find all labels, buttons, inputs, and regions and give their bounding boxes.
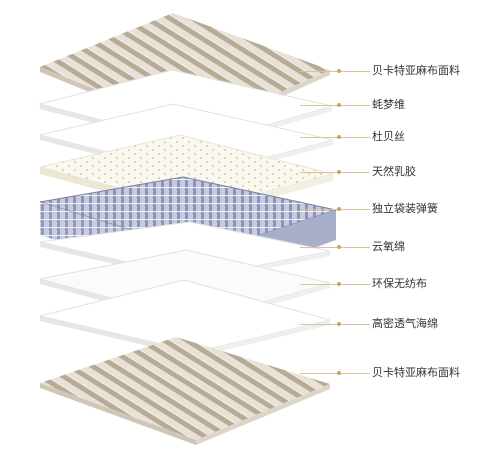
leader-dot xyxy=(337,207,341,211)
leader-dot xyxy=(337,322,341,326)
leader-line xyxy=(300,324,370,325)
layer-label: 贝卡特亚麻布面料 xyxy=(372,366,460,379)
leader-line xyxy=(300,71,370,72)
leader-dot xyxy=(337,170,341,174)
leader-dot xyxy=(337,245,341,249)
layer-label: 蚝梦维 xyxy=(372,98,405,111)
leader-line xyxy=(300,373,370,374)
layer-label: 独立袋装弹簧 xyxy=(372,202,438,215)
layer-label: 杜贝丝 xyxy=(372,130,405,143)
layer-label: 云氧绵 xyxy=(372,240,405,253)
leader-dot xyxy=(337,282,341,286)
leader-line xyxy=(300,105,370,106)
leader-line xyxy=(300,137,370,138)
leader-dot xyxy=(337,135,341,139)
layer-label: 天然乳胶 xyxy=(372,165,416,178)
layer-label: 贝卡特亚麻布面料 xyxy=(372,64,460,77)
leader-dot xyxy=(337,69,341,73)
leader-line xyxy=(300,209,370,210)
leader-dot xyxy=(337,103,341,107)
leader-line xyxy=(300,172,370,173)
leader-dot xyxy=(337,371,341,375)
leader-line xyxy=(300,247,370,248)
layer-linen-fabric-bottom xyxy=(40,337,330,445)
layer-label: 高密透气海绵 xyxy=(372,317,438,330)
leader-line xyxy=(300,284,370,285)
layer-label: 环保无纺布 xyxy=(372,277,427,290)
